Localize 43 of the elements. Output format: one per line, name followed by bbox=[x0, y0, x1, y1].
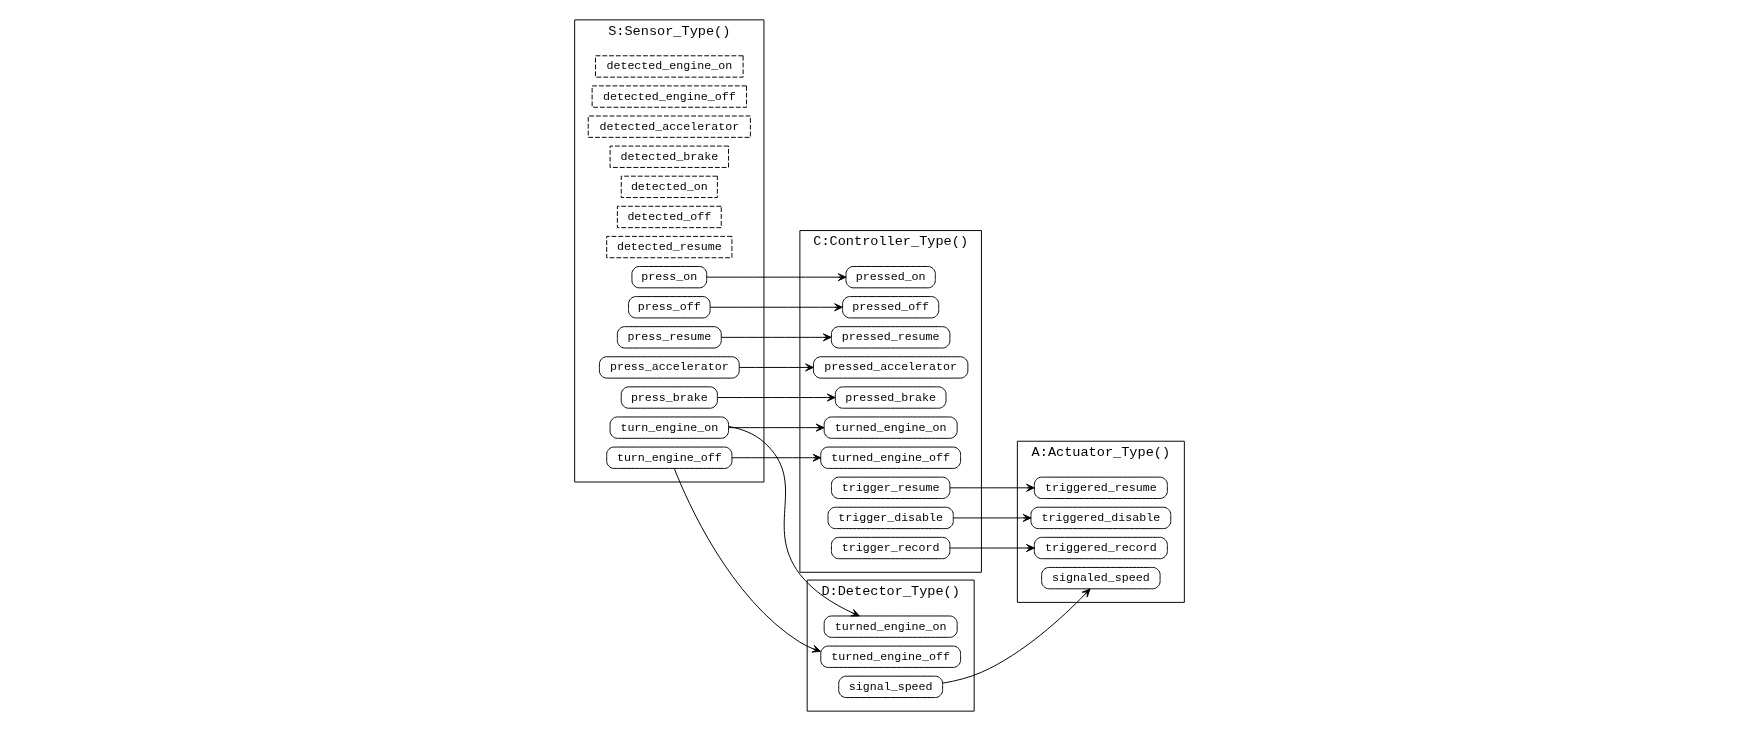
node-box: press_accelerator bbox=[598, 356, 740, 379]
node-box: detected_accelerator bbox=[587, 115, 751, 138]
node-box: triggered_record bbox=[1033, 536, 1168, 560]
arrow bbox=[720, 333, 832, 342]
node-box: press_brake bbox=[620, 386, 718, 409]
node-box: pressed_brake bbox=[834, 386, 947, 409]
node-box: detected_on bbox=[620, 175, 718, 199]
arrow bbox=[953, 513, 1032, 522]
node-box: triggered_disable bbox=[1030, 506, 1172, 530]
arrow bbox=[717, 393, 836, 402]
node-box: trigger_resume bbox=[830, 476, 951, 499]
node-box: trigger_disable bbox=[827, 506, 954, 530]
node-box: turned_engine_on bbox=[823, 615, 958, 638]
node-box: pressed_resume bbox=[830, 326, 951, 349]
node-box: turned_engine_on bbox=[823, 416, 958, 439]
node-box: detected_brake bbox=[609, 145, 729, 168]
arrow bbox=[706, 273, 847, 282]
arrow bbox=[728, 423, 825, 432]
node-box: pressed_accelerator bbox=[813, 356, 969, 379]
node-box: press_on bbox=[631, 266, 708, 289]
node-box: press_resume bbox=[616, 326, 722, 349]
arrow bbox=[738, 363, 814, 372]
node-box: pressed_on bbox=[845, 266, 936, 289]
node-box: detected_engine_off bbox=[591, 85, 747, 108]
node-box: turn_engine_on bbox=[609, 416, 729, 439]
node-box: trigger_record bbox=[830, 536, 951, 560]
node-box: detected_resume bbox=[606, 235, 733, 259]
node-box: signal_speed bbox=[838, 675, 944, 698]
arrow bbox=[731, 453, 822, 462]
node-box: detected_off bbox=[616, 205, 722, 229]
arrow bbox=[942, 588, 1091, 684]
node-box: turned_engine_off bbox=[820, 446, 962, 469]
arrow bbox=[949, 544, 1035, 552]
node-box: turn_engine_off bbox=[606, 446, 733, 469]
arrow bbox=[728, 425, 860, 617]
node-box: triggered_resume bbox=[1033, 476, 1168, 499]
node-box: pressed_off bbox=[842, 296, 940, 319]
arrow bbox=[709, 303, 843, 312]
node-box: signaled_speed bbox=[1041, 566, 1161, 590]
node-box: press_off bbox=[628, 296, 711, 319]
arrow bbox=[949, 483, 1035, 492]
node-box: turned_engine_off bbox=[820, 645, 962, 668]
node-box: detected_engine_on bbox=[595, 55, 744, 78]
